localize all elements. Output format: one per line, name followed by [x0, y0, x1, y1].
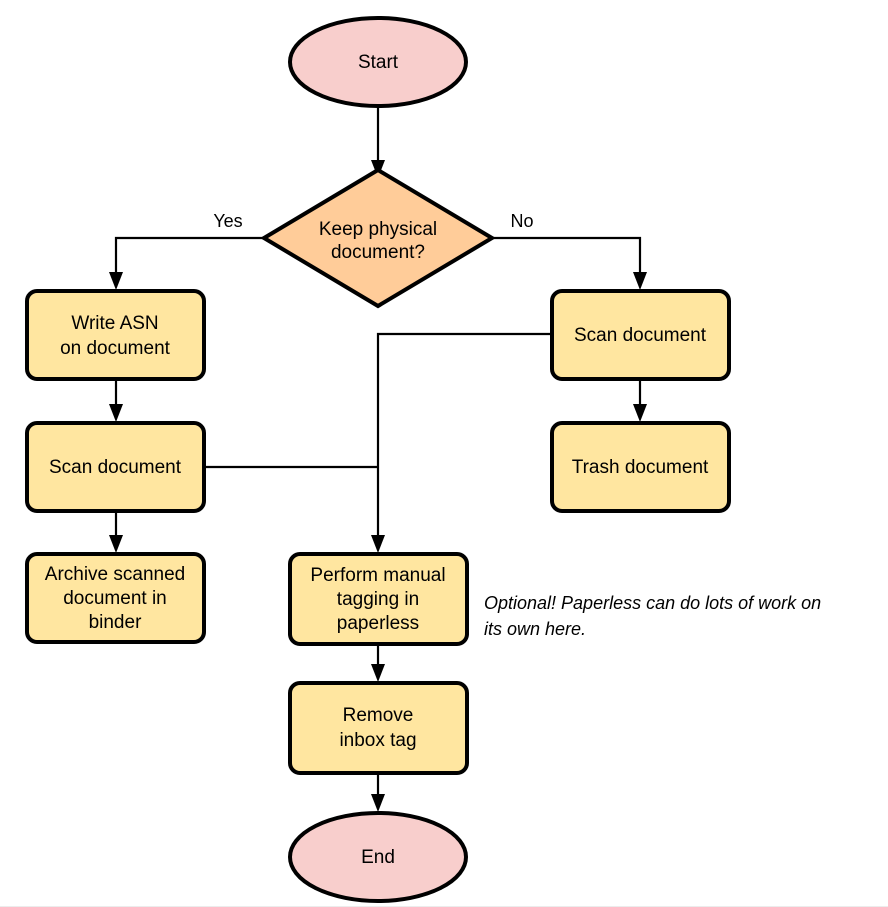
arrowhead-icon: [109, 535, 123, 553]
archive-binder-label-line1: Archive scanned: [45, 564, 185, 585]
edge-label-no: No: [510, 211, 533, 231]
scan-document-right-box: [550, 289, 731, 381]
trash-document-box: [550, 421, 731, 513]
edge-manual-tagging-to-remove-inbox: [371, 645, 385, 682]
decision-label-line2: document?: [331, 242, 425, 263]
edge-scan-right-to-trash: [633, 380, 647, 422]
write-asn-box: [25, 289, 206, 381]
scan-document-left-label: Scan document: [49, 457, 182, 478]
end-label: End: [361, 847, 395, 868]
node-manual-tagging[interactable]: Perform manual tagging in paperless: [288, 552, 469, 646]
archive-binder-label-line2: document in: [63, 588, 167, 609]
node-scan-document-left[interactable]: Scan document: [25, 421, 206, 513]
node-write-asn[interactable]: Write ASN on document: [25, 289, 206, 381]
edge-label-yes: Yes: [213, 211, 242, 231]
manual-tagging-label-line2: tagging in: [337, 589, 419, 610]
node-start[interactable]: Start: [288, 16, 468, 108]
arrowhead-icon: [633, 404, 647, 422]
node-archive-binder[interactable]: Archive scanned document in binder: [25, 552, 206, 644]
arrowhead-icon: [109, 404, 123, 422]
edge-decision-no-to-scan-right: [490, 236, 647, 290]
scan-document-left-box: [25, 421, 206, 513]
arrowhead-icon: [633, 272, 647, 290]
archive-binder-box: [25, 552, 206, 644]
manual-tagging-label-line1: Perform manual: [310, 565, 445, 586]
optional-note: Optional! Paperless can do lots of work …: [484, 593, 821, 639]
decision-diamond: [260, 167, 496, 309]
edge-scan-right-to-manual-tagging: [371, 332, 552, 553]
arrowhead-icon: [109, 272, 123, 290]
trash-document-label: Trash document: [572, 457, 709, 478]
arrowhead-icon: [371, 535, 385, 553]
remove-inbox-label-line2: inbox tag: [339, 730, 416, 751]
archive-binder-label-line3: binder: [89, 612, 142, 633]
remove-inbox-label-line1: Remove: [343, 705, 414, 726]
start-ellipse: [288, 16, 468, 108]
remove-inbox-tag-box: [288, 681, 469, 775]
node-remove-inbox-tag[interactable]: Remove inbox tag: [288, 681, 469, 775]
edge-write-asn-to-scan-left: [109, 380, 123, 422]
manual-tagging-box: [288, 552, 469, 646]
manual-tagging-label-line3: paperless: [337, 613, 419, 634]
decision-label-line1: Keep physical: [319, 219, 437, 240]
edge-decision-yes-to-write-asn: [109, 236, 266, 290]
edge-scan-left-to-archive: [109, 512, 123, 553]
optional-note-line2: its own here.: [484, 619, 586, 639]
edge-remove-inbox-to-end: [371, 772, 385, 812]
node-scan-document-right[interactable]: Scan document: [550, 289, 731, 381]
scan-document-right-label: Scan document: [574, 325, 707, 346]
arrowhead-icon: [371, 664, 385, 682]
write-asn-label-line1: Write ASN: [71, 313, 158, 334]
start-label: Start: [358, 52, 399, 73]
node-end[interactable]: End: [288, 811, 468, 903]
write-asn-label-line2: on document: [60, 338, 171, 359]
optional-note-line1: Optional! Paperless can do lots of work …: [484, 593, 821, 613]
arrowhead-icon: [371, 794, 385, 812]
node-keep-physical-decision[interactable]: Keep physical document?: [260, 167, 496, 309]
edge-start-to-decision: [371, 102, 385, 178]
end-ellipse: [288, 811, 468, 903]
node-trash-document[interactable]: Trash document: [550, 421, 731, 513]
